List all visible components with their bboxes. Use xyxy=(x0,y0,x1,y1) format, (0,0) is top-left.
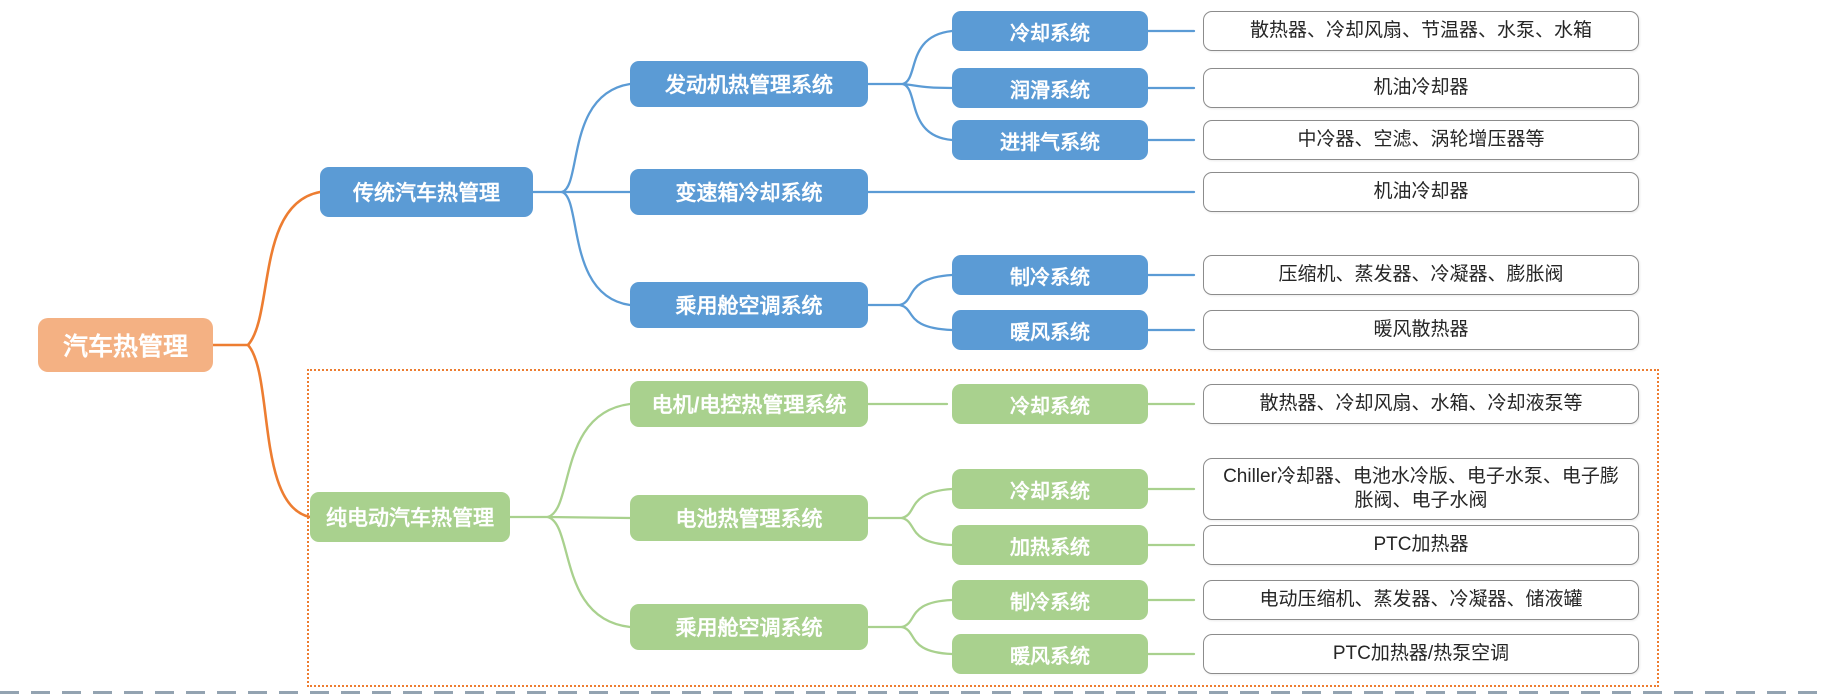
detail-gearbox-components: 机油冷却器 xyxy=(1203,172,1639,212)
node-motor-ecu-thermal-system: 电机/电控热管理系统 xyxy=(630,381,868,427)
node-ev-thermal: 纯电动汽车热管理 xyxy=(310,492,510,542)
root-brace-connector xyxy=(211,190,322,519)
detail-warm-air-components-ev: PTC加热器/热泵空调 xyxy=(1203,634,1639,674)
node-cooling-system-battery: 冷却系统 xyxy=(952,469,1148,509)
detail-intake-exhaust-components: 中冷器、空滤、涡轮增压器等 xyxy=(1203,120,1639,160)
node-cabin-ac-system-ev: 乘用舱空调系统 xyxy=(630,604,868,650)
node-refrigeration-system-ev: 制冷系统 xyxy=(952,580,1148,620)
detail-battery-cooling-components: Chiller冷却器、电池水冷版、电子水泵、电子膨胀阀、电子水阀 xyxy=(1203,458,1639,520)
node-traditional-vehicle-thermal: 传统汽车热管理 xyxy=(320,167,533,217)
page-break-dashed-line xyxy=(0,691,1825,694)
node-intake-exhaust-system: 进排气系统 xyxy=(952,120,1148,160)
node-refrigeration-system-traditional: 制冷系统 xyxy=(952,255,1148,295)
node-warm-air-system-traditional: 暖风系统 xyxy=(952,310,1148,350)
node-engine-thermal-system: 发动机热管理系统 xyxy=(630,61,868,107)
node-heating-system-battery: 加热系统 xyxy=(952,525,1148,565)
ev-section-dotted-border xyxy=(307,369,1659,687)
node-lubrication-system: 润滑系统 xyxy=(952,68,1148,108)
node-warm-air-system-ev: 暖风系统 xyxy=(952,634,1148,674)
node-cooling-system-motor: 冷却系统 xyxy=(952,384,1148,424)
detail-warm-air-components-traditional: 暖风散热器 xyxy=(1203,310,1639,350)
detail-refrigeration-components-traditional: 压缩机、蒸发器、冷凝器、膨胀阀 xyxy=(1203,255,1639,295)
detail-lubrication-components: 机油冷却器 xyxy=(1203,68,1639,108)
node-gearbox-cooling-system: 变速箱冷却系统 xyxy=(630,169,868,215)
node-cabin-ac-system-traditional: 乘用舱空调系统 xyxy=(630,282,868,328)
detail-engine-cooling-components: 散热器、冷却风扇、节温器、水泵、水箱 xyxy=(1203,11,1639,51)
detail-refrigeration-components-ev: 电动压缩机、蒸发器、冷凝器、储液罐 xyxy=(1203,580,1639,620)
detail-motor-cooling-components: 散热器、冷却风扇、水箱、冷却液泵等 xyxy=(1203,384,1639,424)
node-cooling-system-engine: 冷却系统 xyxy=(952,11,1148,51)
detail-battery-heating-components: PTC加热器 xyxy=(1203,525,1639,565)
ev-connectors xyxy=(508,402,1196,656)
traditional-connectors xyxy=(531,29,1196,332)
node-automotive-thermal-management: 汽车热管理 xyxy=(38,318,213,372)
node-battery-thermal-system: 电池热管理系统 xyxy=(630,495,868,541)
